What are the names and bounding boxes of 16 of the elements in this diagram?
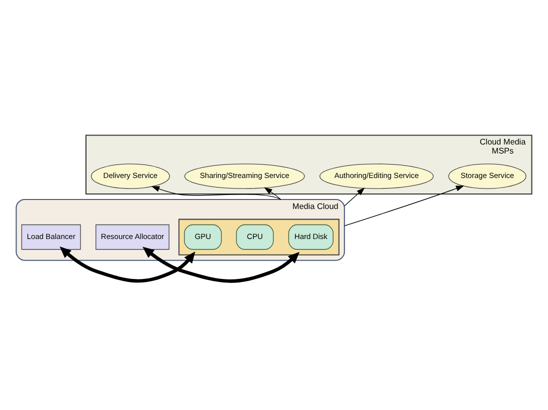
node-ellipse: Storage Service — [448, 163, 526, 188]
arrow — [142, 246, 300, 282]
node-ellipse: Authoring/Editing Service — [319, 163, 434, 188]
node-ellipse: Sharing/Streaming Service — [184, 163, 305, 188]
node-box: CPU — [236, 224, 274, 250]
node-box: Load Balancer — [21, 224, 81, 250]
cluster — [178, 218, 340, 255]
arrow — [344, 185, 464, 226]
node-ellipse: Delivery Service — [90, 163, 170, 188]
arrow — [344, 187, 365, 206]
arrow — [151, 186, 282, 200]
node-box: GPU — [184, 224, 222, 250]
arrow — [264, 186, 282, 200]
node-box: Resource Allocator — [96, 224, 170, 250]
node-box: Hard Disk — [288, 224, 334, 250]
arrow — [60, 246, 196, 282]
